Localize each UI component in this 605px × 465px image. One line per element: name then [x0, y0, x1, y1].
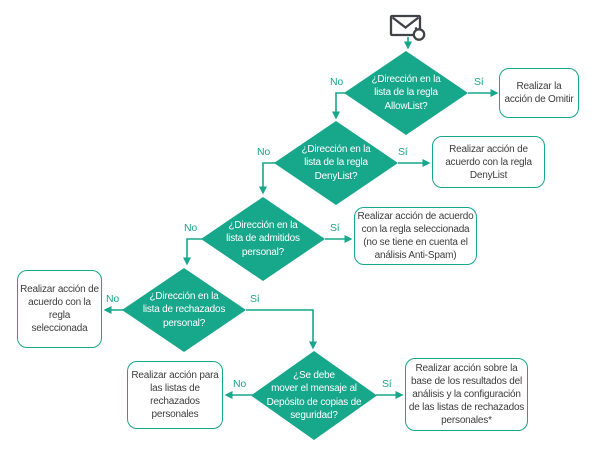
action-selected-rule: Realizar acción de acuerdo con la regla …: [17, 270, 102, 348]
action-text: Realizar acción de acuerdo con la regla …: [445, 143, 532, 181]
edge-label-personal-allowlist-yes: Sí: [330, 222, 340, 234]
decision-question: ¿Dirección en la lista de la regla DenyL…: [301, 144, 371, 182]
action-analysis-results: Realizar acción sobre la base de los res…: [405, 358, 528, 431]
connector-personal-allowlist-no: [183, 238, 202, 266]
edge-label-personal-denylist-yes: Sí: [250, 293, 260, 305]
decision-backup-storage: ¿Se debe mover el mensaje al Depósito de…: [251, 351, 377, 440]
action-text: Realizar acción de acuerdo con la regla …: [20, 284, 99, 334]
action-selected-rule-antispam: Realizar acción de acuerdo con la regla …: [354, 207, 477, 265]
decision-personal-allowlist: ¿Dirección en la lista de admitidos pers…: [201, 197, 325, 281]
edge-label-allowlist-no: No: [330, 76, 344, 88]
action-denylist-rule: Realizar acción de acuerdo con la regla …: [432, 136, 545, 188]
edge-label-allowlist-yes: Sí: [474, 76, 484, 88]
action-text: Realizar la acción de Omitir: [504, 81, 574, 105]
decision-question: ¿Se debe mover el mensaje al Depósito de…: [266, 370, 362, 421]
edge-label-backup-no: No: [233, 378, 247, 390]
edge-label-personal-allowlist-no: No: [184, 222, 198, 234]
edge-label-denylist-yes: Sí: [398, 146, 408, 158]
decision-question: ¿Dirección en la lista de rechazados per…: [142, 291, 226, 329]
action-personal-deny-lists: Realizar acción para las listas de recha…: [127, 361, 223, 429]
decision-personal-denylist: ¿Dirección en la lista de rechazados per…: [122, 268, 246, 352]
edge-label-backup-yes: Sí: [382, 378, 392, 390]
decision-allowlist: ¿Dirección en la lista de la regla Allow…: [344, 51, 468, 135]
action-text: Realizar acción sobre la base de los res…: [408, 363, 525, 426]
decision-question: ¿Dirección en la lista de la regla Allow…: [371, 74, 441, 112]
action-text: Realizar acción de acuerdo con la regla …: [357, 211, 474, 261]
action-omit: Realizar la acción de Omitir: [499, 68, 579, 118]
edge-label-denylist-no: No: [257, 146, 271, 158]
edge-label-personal-denylist-no: No: [106, 293, 120, 305]
connector-personal-denylist-yes: [246, 309, 317, 350]
decision-denylist: ¿Dirección en la lista de la regla DenyL…: [274, 121, 398, 205]
email-icon: [388, 13, 428, 53]
decision-question: ¿Dirección en la lista de admitidos pers…: [226, 220, 300, 258]
action-text: Realizar acción para las listas de recha…: [131, 370, 219, 420]
